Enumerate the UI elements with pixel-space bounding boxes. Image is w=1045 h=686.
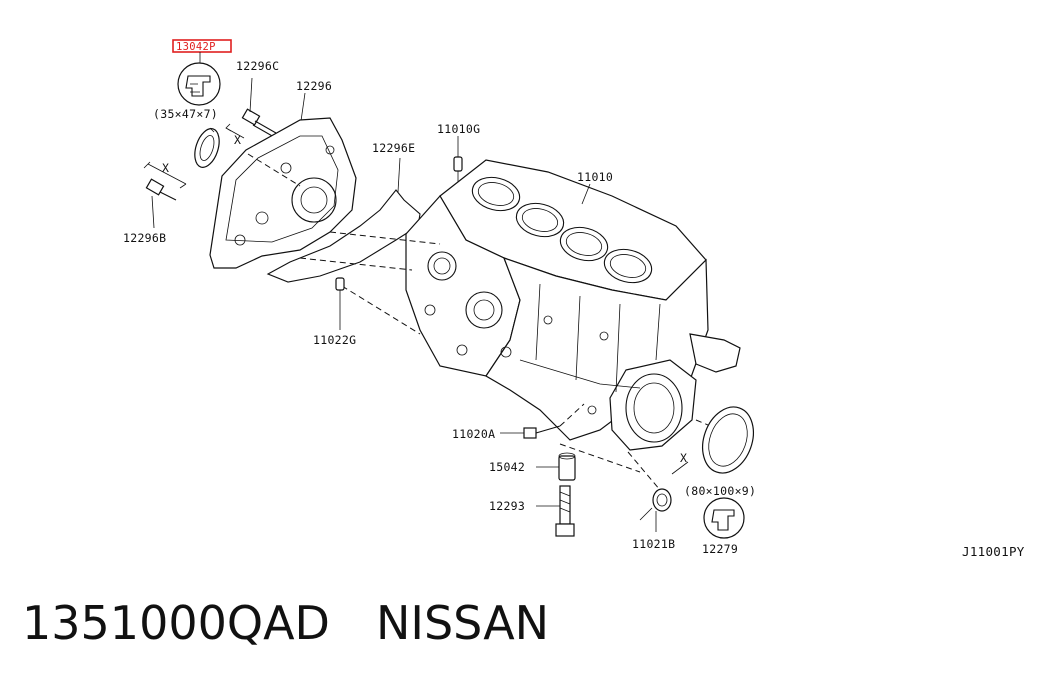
x-dimension-label-2: X [162, 161, 169, 175]
highlighted-part-label: 13042P [176, 41, 216, 53]
engine-block-exploded-diagram: 13042P (35×47×7) 12296C X 12296 [123, 39, 1025, 559]
label-12296: 12296 [296, 79, 332, 93]
small-seal-detail-icon [177, 62, 221, 106]
plug-11021B[interactable] [652, 488, 672, 532]
label-11022G: 11022G [313, 333, 356, 347]
spacer-15042[interactable] [536, 452, 576, 481]
x-dimension-label-3: X [680, 451, 687, 465]
label-12296C: 12296C [236, 59, 279, 73]
front-oil-seal[interactable] [190, 126, 223, 171]
x-dimension-label-1: X [234, 133, 241, 147]
large-seal-detail-icon [703, 497, 745, 539]
label-12296E: 12296E [372, 141, 415, 155]
cylinder-block-11010[interactable] [405, 159, 741, 451]
alignment-dashed-lines [247, 153, 721, 491]
large-seal-size-label: (80×100×9) [684, 484, 756, 498]
diagram-code: J11001PY [962, 544, 1025, 559]
label-11021B: 11021B [632, 537, 675, 551]
timing-cover-12296[interactable] [209, 117, 357, 269]
label-12279: 12279 [702, 542, 738, 556]
label-12293: 12293 [489, 499, 525, 513]
rear-oil-seal-12279[interactable] [694, 400, 762, 480]
bolt-12296B[interactable] [145, 178, 177, 229]
bolt-11020A[interactable] [500, 403, 585, 439]
brand-name: NISSAN [375, 596, 550, 650]
bolt-12296C[interactable] [241, 77, 277, 138]
highlighted-part-callout[interactable]: 13042P [172, 39, 232, 64]
gasket-12296E[interactable] [266, 157, 421, 283]
label-11010G: 11010G [437, 122, 480, 136]
dowel-pin-11022G[interactable] [335, 277, 345, 330]
label-11020A: 11020A [452, 427, 495, 441]
bolt-12293[interactable] [536, 485, 575, 537]
label-12296B: 12296B [123, 231, 166, 245]
dowel-pin-11010G[interactable] [453, 136, 463, 190]
part-number: 1351000QAD [22, 596, 330, 650]
label-15042: 15042 [489, 460, 525, 474]
label-11010: 11010 [577, 170, 613, 184]
small-seal-size-label: (35×47×7) [153, 107, 218, 121]
part-caption: 1351000QAD NISSAN [22, 596, 549, 666]
